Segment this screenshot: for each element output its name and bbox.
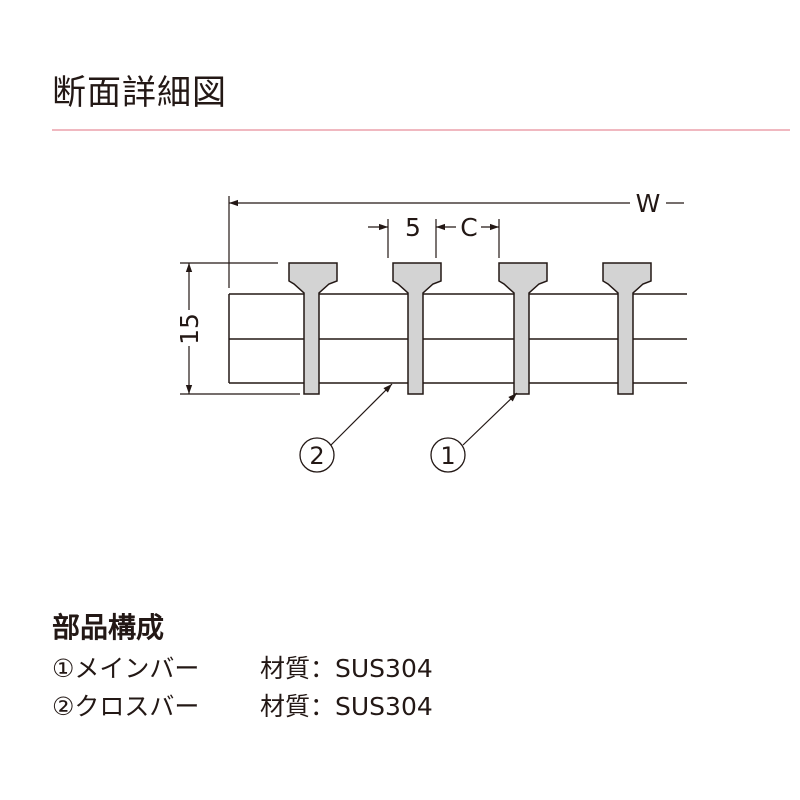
part-row: ②クロスバー 材質：SUS304 — [52, 688, 433, 726]
width-dimension-label: W — [636, 189, 661, 218]
page-title: 断面詳細図 — [52, 73, 227, 113]
pitch-dimension-label: 5 — [405, 213, 421, 242]
main-bar — [602, 262, 652, 395]
extension-lines — [180, 196, 500, 395]
callout-2: 2 — [299, 437, 335, 473]
callout-1: 1 — [430, 437, 466, 473]
gap-dimension-label: C — [460, 213, 477, 242]
parts-list: 部品構成 ①メインバー 材質：SUS304 ②クロスバー 材質：SUS304 — [52, 614, 433, 726]
svg-text:2: 2 — [309, 442, 324, 470]
parts-heading: 部品構成 — [52, 611, 165, 644]
part-material: 材質：SUS304 — [260, 692, 433, 721]
part-name: ②クロスバー — [52, 692, 200, 721]
leader-line-1 — [462, 392, 518, 446]
main-bar — [392, 262, 442, 395]
height-dimension-label: 15 — [175, 313, 204, 345]
main-bar — [498, 262, 548, 395]
main-bars — [288, 262, 652, 395]
svg-text:1: 1 — [440, 442, 455, 470]
part-row: ①メインバー 材質：SUS304 — [52, 650, 433, 688]
part-name: ①メインバー — [52, 654, 200, 683]
part-material: 材質：SUS304 — [260, 654, 433, 683]
title-underline — [52, 129, 790, 131]
leader-line-2 — [330, 383, 393, 446]
main-bar — [288, 262, 338, 395]
